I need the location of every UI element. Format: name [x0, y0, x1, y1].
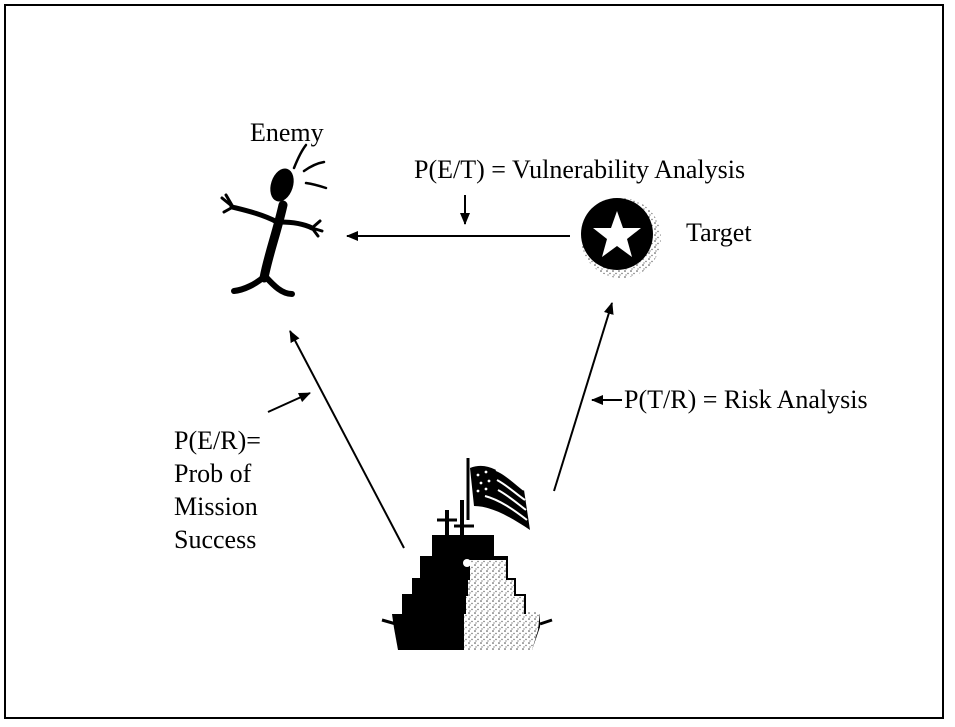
mission-success-line: Prob of	[174, 459, 252, 488]
arrow-mission-pointer	[267, 392, 311, 413]
mission-success-line: P(E/R)=	[174, 426, 261, 455]
mission-success-line: Mission	[174, 492, 258, 521]
enemy-figure-icon	[220, 143, 328, 297]
arrow-ship-to-enemy	[289, 330, 405, 549]
mission-success-line: Success	[174, 525, 257, 554]
risk-analysis-label: P(T/R) = Risk Analysis	[624, 385, 868, 414]
warship-icon	[381, 458, 553, 650]
american-flag-icon	[470, 465, 530, 530]
arrow-ship-to-target	[553, 302, 614, 492]
enemy-label: Enemy	[250, 118, 324, 147]
target-star-icon	[581, 198, 661, 278]
vulnerability-analysis-label: P(E/T) = Vulnerability Analysis	[414, 155, 746, 184]
mission-success-label: P(E/R)= Prob of Mission Success	[174, 424, 261, 556]
target-label: Target	[686, 218, 752, 247]
